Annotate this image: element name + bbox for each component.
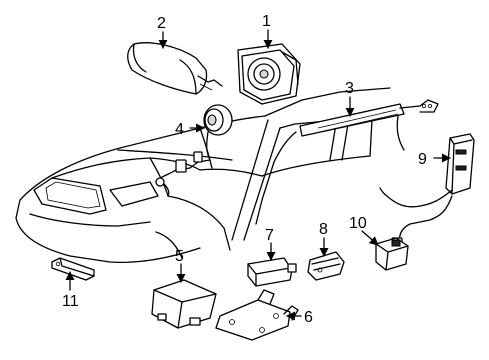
- callout-2: 2: [157, 15, 166, 32]
- callout-4: 4: [175, 121, 184, 138]
- seat-belt-sensor: [375, 237, 409, 271]
- driver-airbag-module: [237, 43, 301, 105]
- callout-labels: 1 2 3 4 5 6 7 8 9 10 11: [62, 13, 427, 326]
- leader-10: [361, 230, 379, 246]
- callout-5: 5: [175, 248, 184, 265]
- control-module: [151, 279, 217, 329]
- callout-8: 8: [319, 221, 328, 238]
- callout-1: 1: [262, 13, 271, 30]
- callout-6: 6: [304, 309, 313, 326]
- callout-9: 9: [418, 151, 427, 168]
- seat-airbag: [379, 133, 475, 247]
- front-sensor: [51, 257, 95, 281]
- clockspring: [155, 104, 233, 197]
- module-bracket: [215, 289, 299, 341]
- side-curtain-airbag: [255, 99, 439, 225]
- leader-arrows: [65, 29, 451, 321]
- callout-11: 11: [62, 293, 79, 310]
- vehicle-body: [15, 87, 391, 264]
- callout-10: 10: [349, 215, 367, 232]
- callout-7: 7: [265, 227, 274, 244]
- passenger-airbag-module: [127, 42, 223, 95]
- impact-sensor: [247, 257, 297, 287]
- side-sensor: [307, 251, 345, 281]
- callout-3: 3: [345, 80, 354, 97]
